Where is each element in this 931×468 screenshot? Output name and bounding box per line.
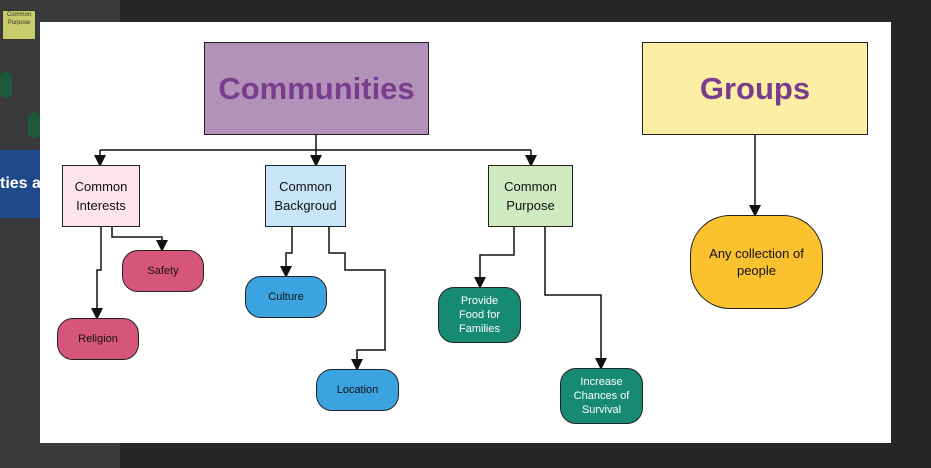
background-thumbnail-node xyxy=(0,72,12,98)
groups-box: Groups xyxy=(642,42,868,135)
arrow-to-safety xyxy=(111,226,168,252)
communities-box: Communities xyxy=(204,42,429,135)
provide-food-label: Provide Food for Families xyxy=(459,295,500,335)
common-background-label: Common Backgroud xyxy=(274,179,337,213)
background-thumbnail-node xyxy=(28,112,40,138)
arrow-to-location xyxy=(328,226,386,371)
common-purpose-label: Common Purpose xyxy=(504,179,557,213)
background-banner: ties a xyxy=(0,150,40,218)
any-collection-label: Any collection of people xyxy=(709,246,804,278)
arrow-to-culture xyxy=(280,226,293,278)
safety-label: Safety xyxy=(147,265,179,277)
common-background-box: Common Backgroud xyxy=(265,165,346,227)
connector-lines xyxy=(91,134,761,371)
safety-node: Safety xyxy=(122,250,204,292)
religion-label: Religion xyxy=(78,333,118,345)
background-thumbnail: Common Purpose xyxy=(2,10,36,40)
location-label: Location xyxy=(336,384,379,396)
increase-chances-node: Increase Chances of Survival xyxy=(560,368,643,424)
culture-node: Culture xyxy=(245,276,327,318)
common-interests-label: Common Interests xyxy=(74,179,128,213)
arrow-to-religion xyxy=(91,226,103,320)
any-collection-node: Any collection of people xyxy=(690,215,823,309)
diagram-canvas: Communities Groups Common Interests Comm… xyxy=(40,22,891,443)
groups-label: Groups xyxy=(699,70,811,106)
location-node: Location xyxy=(316,369,399,411)
increase-chances-label: Increase Chances of Survival xyxy=(573,376,630,416)
arrow-to-provide-food xyxy=(474,226,515,289)
provide-food-node: Provide Food for Families xyxy=(438,287,521,343)
common-purpose-box: Common Purpose xyxy=(488,165,573,227)
communities-label: Communities xyxy=(218,70,415,106)
arrow-to-increase xyxy=(544,226,607,370)
culture-label: Culture xyxy=(268,291,304,303)
common-interests-box: Common Interests xyxy=(62,165,140,227)
religion-node: Religion xyxy=(57,318,139,360)
